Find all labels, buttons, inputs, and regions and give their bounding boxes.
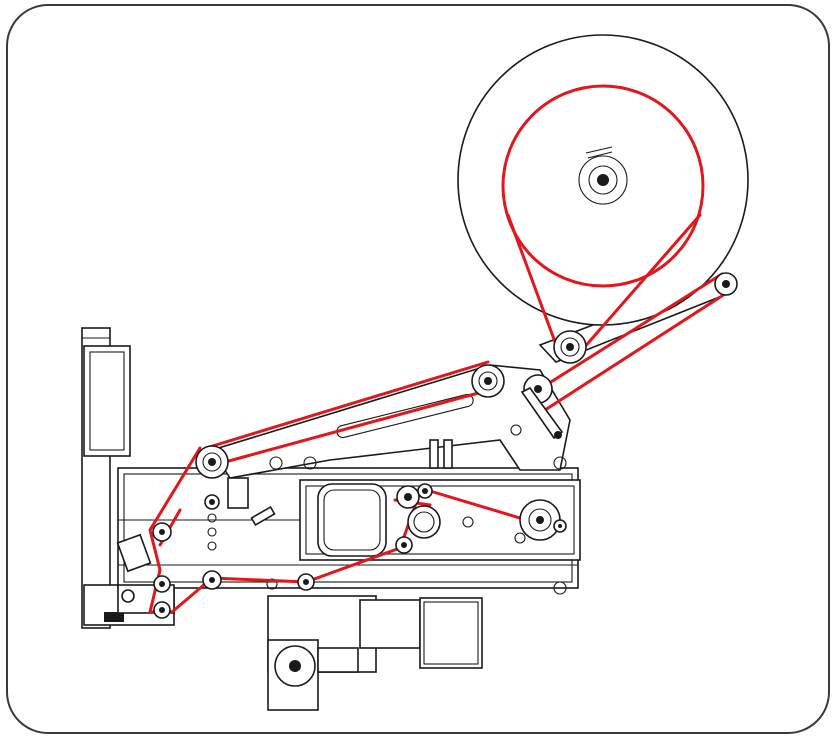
dancer-roller bbox=[714, 272, 738, 296]
web-segment-dancer-outer bbox=[533, 272, 724, 394]
web-segment-roll-to-guide-inner bbox=[580, 213, 702, 352]
lower-idler-roller bbox=[297, 573, 315, 591]
upper-arm bbox=[210, 364, 571, 479]
drive-motor-housing bbox=[317, 483, 387, 557]
rewind-side-roller bbox=[553, 519, 567, 533]
clamp-knob bbox=[227, 477, 276, 527]
label-supply-roll bbox=[457, 34, 749, 326]
lower-left-roller bbox=[202, 570, 222, 590]
rewind-spindle bbox=[519, 499, 561, 541]
upper-guide-roller bbox=[553, 330, 587, 364]
arm-roller-left bbox=[471, 364, 505, 398]
tension-lever bbox=[520, 386, 564, 440]
web-segment-lower-span bbox=[223, 390, 484, 464]
peel-guide-roller bbox=[152, 522, 172, 542]
drive-roller-top bbox=[417, 483, 433, 499]
nip-roller bbox=[395, 536, 413, 554]
mid-left-roller bbox=[204, 494, 220, 510]
peel-edge-roller bbox=[153, 575, 171, 593]
lower-gear-assembly bbox=[267, 595, 483, 711]
supply-roll-web-ring bbox=[501, 84, 705, 288]
mounting-holes bbox=[207, 424, 567, 595]
web-segment-dancer-return bbox=[543, 290, 730, 412]
pressure-roller bbox=[407, 505, 441, 539]
peel-bottom-roller bbox=[153, 601, 171, 619]
web-segment-down-to-peel bbox=[148, 446, 202, 614]
rollers bbox=[152, 272, 738, 619]
web-segment-upper-span bbox=[204, 360, 490, 450]
web-segment-roll-to-guide bbox=[506, 213, 560, 352]
top-left-guide-roller bbox=[195, 445, 229, 479]
sensor-posts bbox=[429, 439, 453, 469]
drive-roller-small bbox=[396, 485, 420, 509]
